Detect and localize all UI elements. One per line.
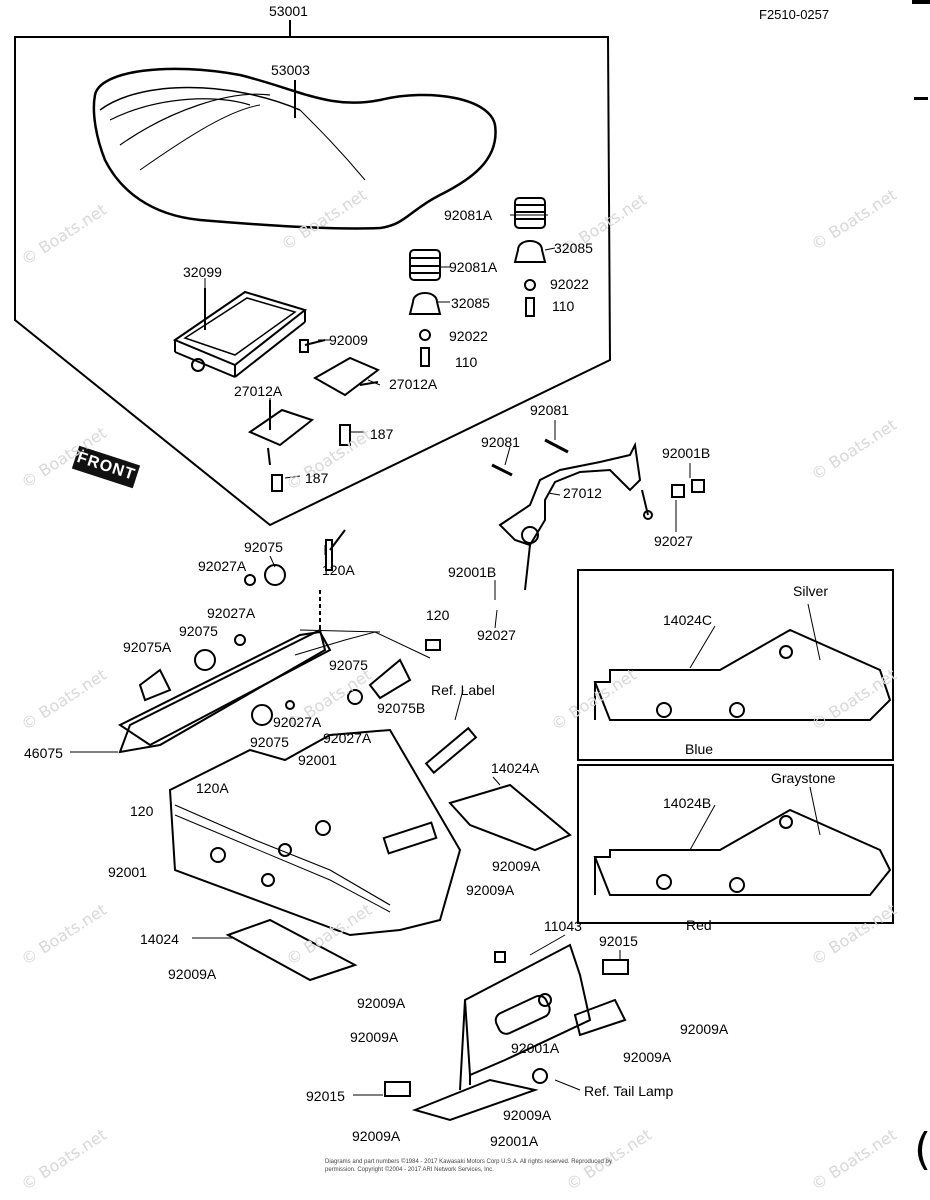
edge-bracket: ( <box>914 1124 930 1175</box>
part-label: 92009A <box>168 966 217 982</box>
inset-color-label: Silver <box>793 583 829 599</box>
part-label: Ref. Tail Lamp <box>584 1083 674 1099</box>
inset-color-label: Graystone <box>771 770 836 786</box>
part-label: 92075 <box>179 623 218 639</box>
inset-box-graystone <box>577 764 894 924</box>
part-label: 92009A <box>503 1107 552 1123</box>
part-label: 14024A <box>491 760 540 776</box>
latch-27012A-left <box>247 408 315 447</box>
part-label: 92075 <box>329 657 368 673</box>
part-label: 92027A <box>323 730 372 746</box>
part-label: 92009A <box>466 882 515 898</box>
part-label: 92015 <box>306 1088 345 1104</box>
part-label: 92027A <box>198 558 247 574</box>
part-label: 92009A <box>357 995 406 1011</box>
part-label: 27012A <box>389 376 438 392</box>
part-label: 92075 <box>250 734 289 750</box>
part-label: 92027A <box>207 605 256 621</box>
plate-14024 <box>225 918 358 982</box>
part-label: 92009A <box>352 1128 401 1144</box>
part-label: 92081A <box>444 207 493 223</box>
part-label: 32085 <box>451 295 490 311</box>
part-label: 27012A <box>234 383 283 399</box>
part-label: 92081 <box>481 434 520 450</box>
part-label: 92009A <box>350 1029 399 1045</box>
part-label: 92001 <box>298 752 337 768</box>
part-label: 53001 <box>269 3 308 19</box>
part-label: 92009A <box>492 858 541 874</box>
copyright-notice: Diagrams and part numbers ©1984 - 2017 K… <box>325 1159 612 1173</box>
part-label: 110 <box>552 298 575 314</box>
part-label: 187 <box>370 426 394 442</box>
part-label: 92027 <box>477 627 516 643</box>
part-label: 92001B <box>448 564 497 580</box>
part-label: 92009 <box>329 332 368 348</box>
part-label: 32099 <box>183 264 222 280</box>
part-label: Ref. Label <box>431 682 495 698</box>
part-label: 32085 <box>554 240 593 256</box>
inset-part-label: 14024C <box>663 612 713 628</box>
part-label: 92075B <box>377 700 426 716</box>
part-label: 92001A <box>511 1040 560 1056</box>
part-label: 110 <box>455 354 478 370</box>
edge-mark <box>912 0 930 4</box>
edge-mark <box>914 97 928 100</box>
part-label: 92027 <box>654 533 693 549</box>
inset-color-label: Blue <box>685 741 714 757</box>
part-label: 92081A <box>449 259 498 275</box>
part-label: 11043 <box>544 918 582 934</box>
part-label: 187 <box>305 470 329 486</box>
tail-cover-14024 <box>168 728 462 937</box>
part-label: 92015 <box>599 933 638 949</box>
tail-rail-46075 <box>118 628 327 754</box>
part-label: 46075 <box>24 745 63 761</box>
part-label: 92001B <box>662 445 711 461</box>
part-label: 92022 <box>550 276 589 292</box>
part-label: 27012 <box>563 485 602 501</box>
part-label: 92081 <box>530 402 569 418</box>
seat-53003 <box>92 67 497 230</box>
part-label: 92022 <box>449 328 488 344</box>
inset-box-silver <box>577 569 894 761</box>
seat-assembly-box <box>14 36 612 527</box>
inset-part-label: 14024B <box>663 795 712 811</box>
inset-color-label: Red <box>686 917 712 933</box>
latch-27012A-right <box>312 356 380 397</box>
lock-bracket-27012 <box>498 441 642 547</box>
part-label: 92001 <box>108 864 147 880</box>
part-label: 92009A <box>623 1049 672 1065</box>
part-label: 92075A <box>123 639 172 655</box>
part-label: 120 <box>130 803 154 819</box>
part-label: 53003 <box>271 62 310 78</box>
part-label: 92001A <box>490 1133 539 1149</box>
part-label: 92075 <box>244 539 283 555</box>
cover-14024A <box>448 783 572 852</box>
part-label: 92027A <box>273 714 322 730</box>
part-label: 14024 <box>140 931 179 947</box>
part-label: 120A <box>322 562 355 578</box>
drawing-code: F2510-0257 <box>759 7 830 22</box>
part-label: 92009A <box>680 1021 729 1037</box>
part-label: 120 <box>426 607 450 623</box>
part-label: 120A <box>196 780 229 796</box>
